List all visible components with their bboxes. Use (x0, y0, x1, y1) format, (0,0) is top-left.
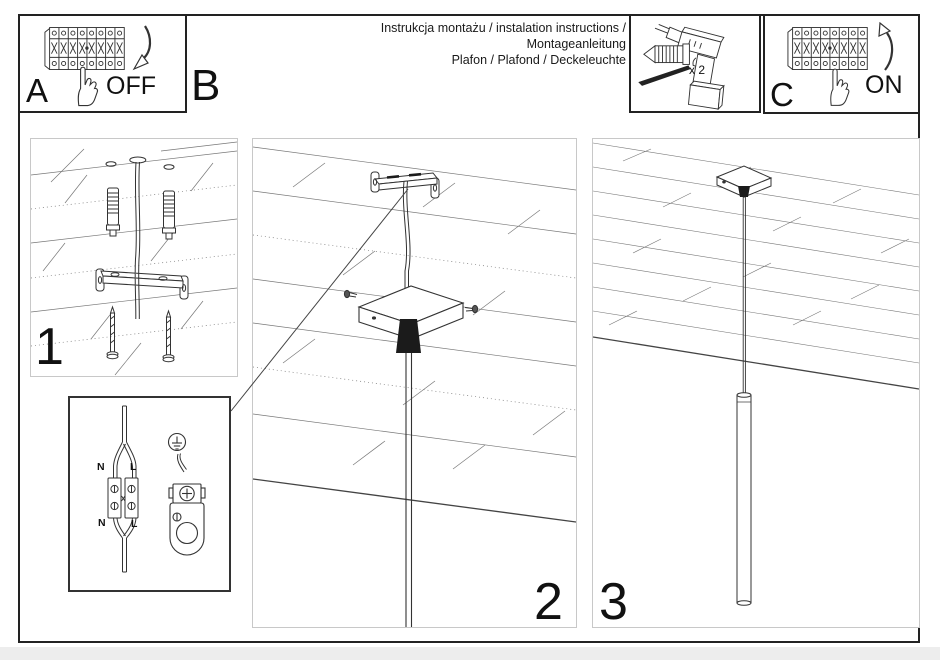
screw-icon (106, 305, 175, 363)
pendant-cable (742, 197, 746, 394)
ceiling-planks (31, 141, 237, 376)
curved-arrow-up-icon (878, 22, 894, 71)
step-3-drawing (593, 142, 919, 606)
pendant-cable (405, 353, 413, 627)
mains-cable-bottom (113, 517, 137, 573)
cable-grommet (396, 319, 421, 353)
step-c-label: C (770, 76, 794, 113)
curved-arrow-down-icon (132, 25, 152, 71)
power-on-label: ON (865, 71, 903, 99)
step-3-panel: 3 (592, 138, 920, 628)
power-cable (129, 156, 147, 320)
step-1-number: 1 (35, 318, 64, 376)
step-c-box: C ON (763, 14, 920, 114)
step-2-drawing (253, 146, 576, 627)
step-2-panel: 2 (252, 138, 577, 628)
drill-bit-icon (638, 65, 691, 86)
step-a-label: A (26, 72, 49, 109)
step-1-drawing (31, 141, 237, 376)
mounting-bracket (370, 171, 440, 199)
mains-cable-top (113, 405, 137, 478)
anchor-count-label: x 2 (689, 63, 706, 77)
power-drill-icon (654, 24, 725, 110)
wire-label-live-bottom: L (131, 518, 138, 530)
wire-label-neutral-top: N (97, 461, 105, 473)
wire-label-live-top: L (130, 461, 137, 473)
canopy-box (715, 165, 773, 198)
earth-wire (177, 453, 187, 473)
step-1-panel: 1 (30, 138, 238, 377)
pendant-tube-lamp (736, 392, 752, 606)
header-title: Instrukcja montażu / instalation instruc… (280, 20, 626, 68)
step-3-number: 3 (599, 573, 628, 631)
cable-grommet (738, 186, 750, 197)
earth-clamp-icon (168, 483, 206, 556)
power-off-label: OFF (106, 72, 156, 100)
wiring-diagram (107, 405, 206, 573)
header-title-line2: Plafon / Plafond / Deckeleuchte (451, 53, 626, 67)
ceiling-planks (593, 142, 919, 390)
tools-box: x 2 (629, 14, 761, 113)
wall-anchor-icon (106, 187, 176, 240)
suspension-cable (402, 180, 411, 289)
step-a-box: A OFF (18, 14, 187, 113)
mounting-bracket (95, 268, 189, 300)
wire-label-neutral-bottom: N (98, 517, 106, 529)
pointing-hand-icon (77, 66, 99, 107)
wiring-detail-inset: N L N L (68, 396, 231, 592)
pointing-hand-icon (830, 68, 850, 106)
wall-anchor-icon (643, 43, 690, 65)
page-bottom-margin (0, 647, 940, 660)
ceiling-holes (105, 161, 175, 170)
step-2-number: 2 (534, 573, 563, 631)
step-b-label: B (191, 61, 221, 110)
terminal-block-icon (107, 477, 139, 519)
earth-ground-symbol-icon (167, 432, 187, 452)
tools-illustration (638, 24, 725, 110)
header-title-line1: Instrukcja montażu / instalation instruc… (380, 21, 626, 51)
